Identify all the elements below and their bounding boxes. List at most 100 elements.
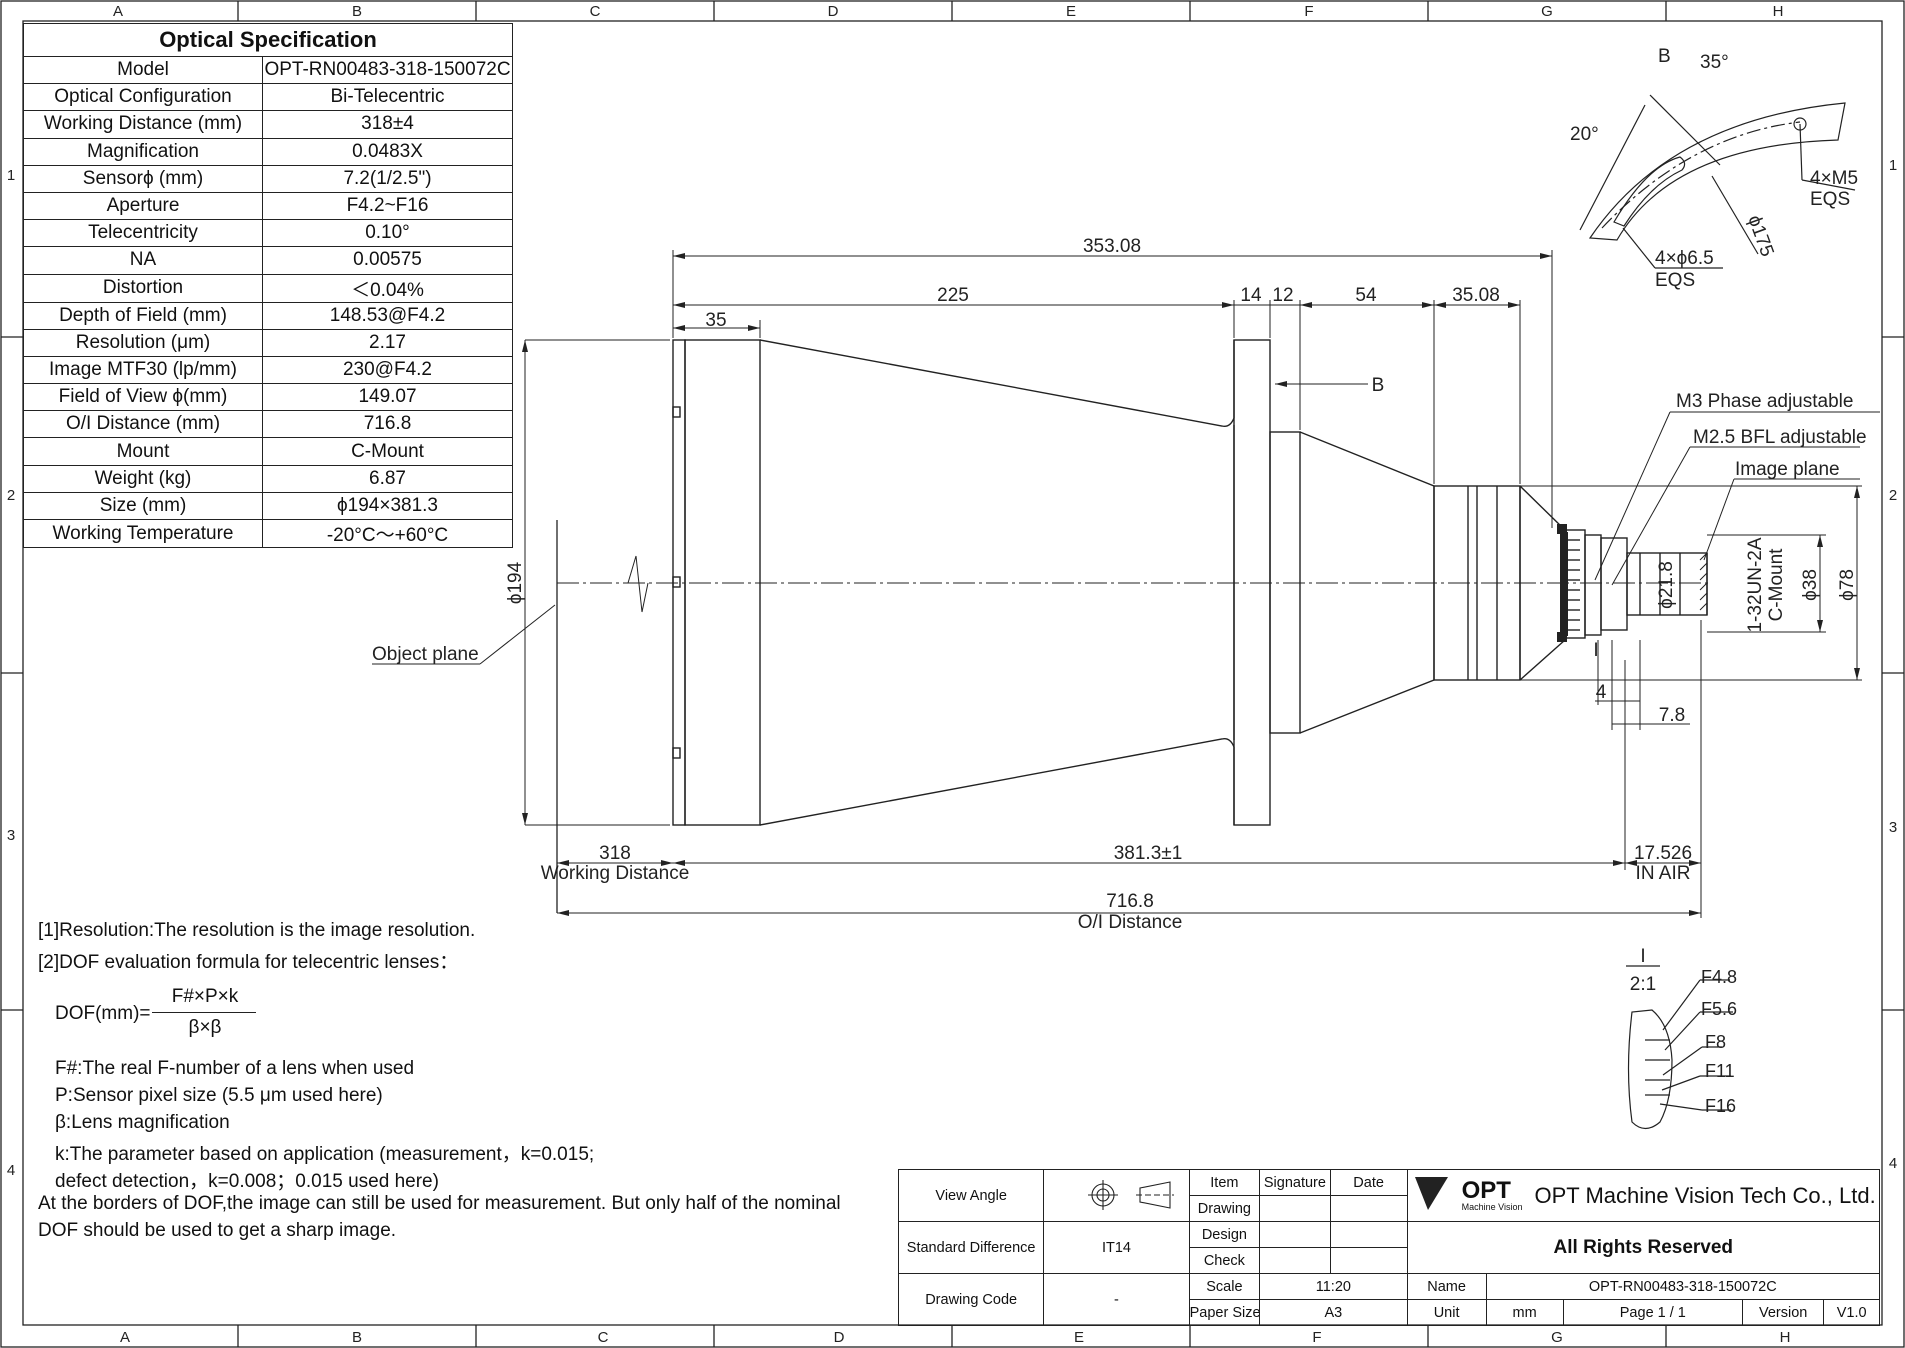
dof-fraction-bar xyxy=(152,1012,256,1013)
design-signature xyxy=(1259,1221,1331,1248)
flange-text: B 35° 20° 4×M5 EQS ϕ175 4×ϕ6.5 EQS xyxy=(1570,46,1858,291)
spec-value: 6.87 xyxy=(262,464,513,493)
spec-key: NA xyxy=(23,246,263,275)
unit-label: Unit xyxy=(1406,1299,1487,1326)
col-label: C xyxy=(590,3,601,20)
company-cell: OPT Machine Vision OPT Machine Vision Te… xyxy=(1406,1169,1881,1222)
spec-value: ϕ194×381.3 xyxy=(262,491,513,521)
spec-row: Depth of Field (mm)148.53@F4.2 xyxy=(23,301,513,330)
note-2: [2]DOF evaluation formula for telecentri… xyxy=(38,952,459,973)
image-plane-label: Image plane xyxy=(1735,459,1840,480)
spec-value: 149.07 xyxy=(262,383,513,412)
view-angle-symbol xyxy=(1043,1169,1190,1222)
spec-key: Field of View ϕ(mm) xyxy=(23,383,263,412)
dim-14: 14 xyxy=(1240,285,1262,306)
drawing-signature xyxy=(1259,1195,1331,1222)
flange-label: B xyxy=(1658,46,1671,67)
std-diff-label: Standard Difference xyxy=(897,1221,1045,1274)
aperture-stop: F4.8 xyxy=(1701,967,1737,987)
col-label: D xyxy=(828,3,839,20)
spec-key: Depth of Field (mm) xyxy=(23,301,263,330)
check-label: Check xyxy=(1188,1247,1261,1274)
spec-key: Distortion xyxy=(23,273,263,303)
spec-key: Mount xyxy=(23,437,263,466)
note-beta: β:Lens magnification xyxy=(55,1112,230,1133)
aperture-stop: F11 xyxy=(1705,1061,1735,1081)
col-label: A xyxy=(120,1329,130,1346)
dim-4: 4 xyxy=(1596,682,1607,703)
spec-value: 0.00575 xyxy=(262,246,513,275)
col-label: G xyxy=(1541,3,1553,20)
aperture-detail-text: I 2:1 F4.8 F5.6 F8 F11 F16 xyxy=(1630,946,1737,1116)
spec-value: -20°C～+60°C xyxy=(262,519,513,548)
aperture-detail xyxy=(1626,965,1733,1130)
spec-value: F4.2~F16 xyxy=(262,191,513,221)
spec-value: 2.17 xyxy=(262,328,513,357)
detail-marker: I xyxy=(1593,640,1598,661)
spec-row: Image MTF30 (lp/mm)230@F4.2 xyxy=(23,355,513,385)
spec-value: 0.10° xyxy=(262,219,513,248)
dim-bfl: 17.526 xyxy=(1634,843,1692,864)
dim-phi21-8: ϕ21.8 xyxy=(1656,561,1677,609)
note-pixel: P:Sensor pixel size (5.5 μm used here) xyxy=(55,1085,383,1106)
aperture-detail-label: I xyxy=(1640,946,1645,967)
spec-key: Working Distance (mm) xyxy=(23,110,263,139)
col-label: E xyxy=(1074,1329,1084,1346)
aperture-stop: F8 xyxy=(1705,1032,1726,1052)
spec-value: 0.0483X xyxy=(262,137,513,166)
flange-detail xyxy=(1579,94,1856,269)
col-label: H xyxy=(1773,3,1784,20)
dim-wd-label: Working Distance xyxy=(541,863,690,884)
spec-row: Resolution (μm)2.17 xyxy=(23,328,513,357)
spec-key: Telecentricity xyxy=(23,219,263,248)
dim-7-8: 7.8 xyxy=(1659,705,1685,726)
row-label: 1 xyxy=(1889,157,1897,174)
row-label: 1 xyxy=(7,167,15,184)
logo-subtext: Machine Vision xyxy=(1461,1202,1523,1212)
dim-phi78: ϕ78 xyxy=(1837,569,1858,601)
design-date xyxy=(1329,1221,1408,1248)
col-label: B xyxy=(352,3,362,20)
spec-row: Weight (kg)6.87 xyxy=(23,464,513,493)
grid-labels: A B C D E F G H A B C D E F G H 1 2 3 4 … xyxy=(7,3,1897,1346)
m3-label: M3 Phase adjustable xyxy=(1676,391,1853,412)
logo-text: OPT xyxy=(1461,1177,1511,1204)
row-label: 3 xyxy=(1889,819,1897,836)
design-label: Design xyxy=(1188,1221,1261,1248)
view-angle-label: View Angle xyxy=(897,1169,1045,1222)
spec-value: 7.2(1/2.5") xyxy=(262,164,513,193)
spec-value: ＜0.04% xyxy=(262,273,513,303)
row-label: 4 xyxy=(7,1162,15,1179)
m25-label: M2.5 BFL adjustable xyxy=(1693,427,1867,448)
check-date xyxy=(1329,1247,1408,1274)
spec-row: Working Distance (mm)318±4 xyxy=(23,110,513,139)
spec-row: Distortion＜0.04% xyxy=(23,273,513,303)
aperture-detail-scale: 2:1 xyxy=(1630,974,1656,995)
col-label: A xyxy=(113,3,123,20)
col-label: D xyxy=(834,1329,845,1346)
spec-value: OPT-RN00483-318-150072C xyxy=(262,55,513,85)
col-label: B xyxy=(352,1329,362,1346)
dim-phi38: ϕ38 xyxy=(1800,569,1821,601)
version-value: V1.0 xyxy=(1823,1299,1880,1326)
col-label: G xyxy=(1551,1329,1563,1346)
date-label: Date xyxy=(1329,1169,1408,1196)
dim-12: 12 xyxy=(1272,285,1293,306)
flange-phi175: ϕ175 xyxy=(1743,213,1777,260)
spec-value: 716.8 xyxy=(262,410,513,439)
callout-text: Object plane M3 Phase adjustable M2.5 BF… xyxy=(372,391,1867,665)
spec-key: Aperture xyxy=(23,191,263,221)
aperture-stop: F5.6 xyxy=(1701,999,1737,1019)
drawing-date xyxy=(1329,1195,1408,1222)
company-name: OPT Machine Vision Tech Co., Ltd. xyxy=(1534,1182,1876,1208)
flange-angle-20: 20° xyxy=(1570,124,1599,145)
std-diff-value: IT14 xyxy=(1043,1221,1190,1274)
break-mark xyxy=(627,555,649,613)
flange-holes: 4×ϕ6.5 xyxy=(1655,248,1714,269)
col-label: H xyxy=(1780,1329,1791,1346)
dim-54: 54 xyxy=(1355,285,1377,306)
row-label: 2 xyxy=(7,487,15,504)
note-k2: defect detection，k=0.008；0.015 used here… xyxy=(55,1171,439,1192)
